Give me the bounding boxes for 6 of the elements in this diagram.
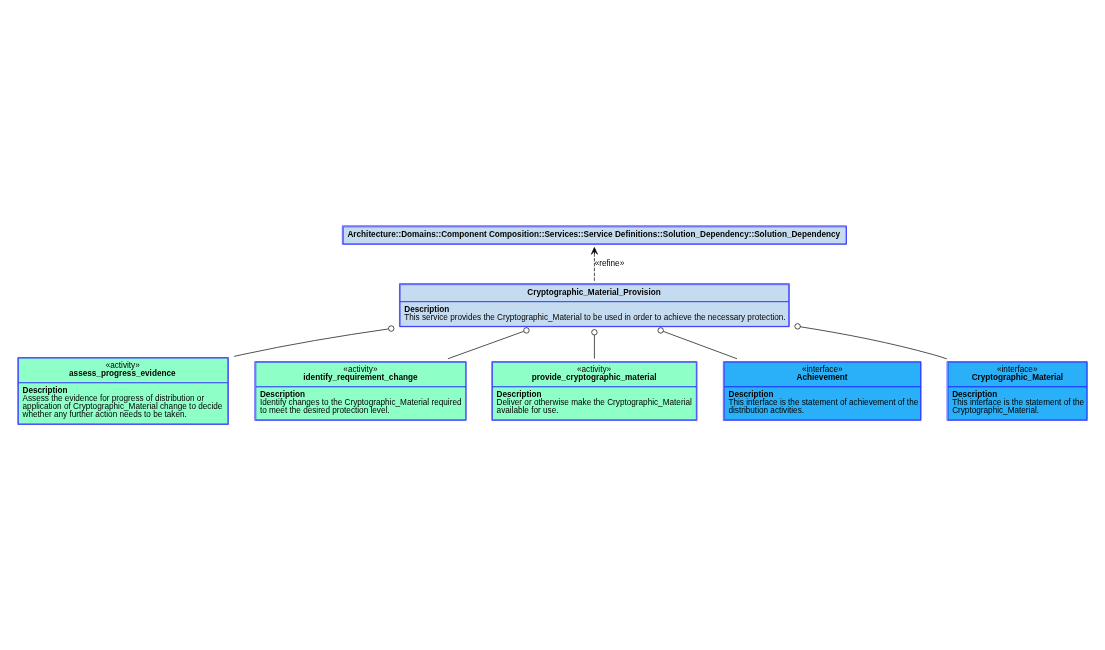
connector <box>591 329 598 359</box>
connector <box>447 327 530 360</box>
connector <box>233 325 395 357</box>
connector <box>657 327 738 360</box>
arrow <box>591 247 598 282</box>
connector <box>794 323 948 360</box>
